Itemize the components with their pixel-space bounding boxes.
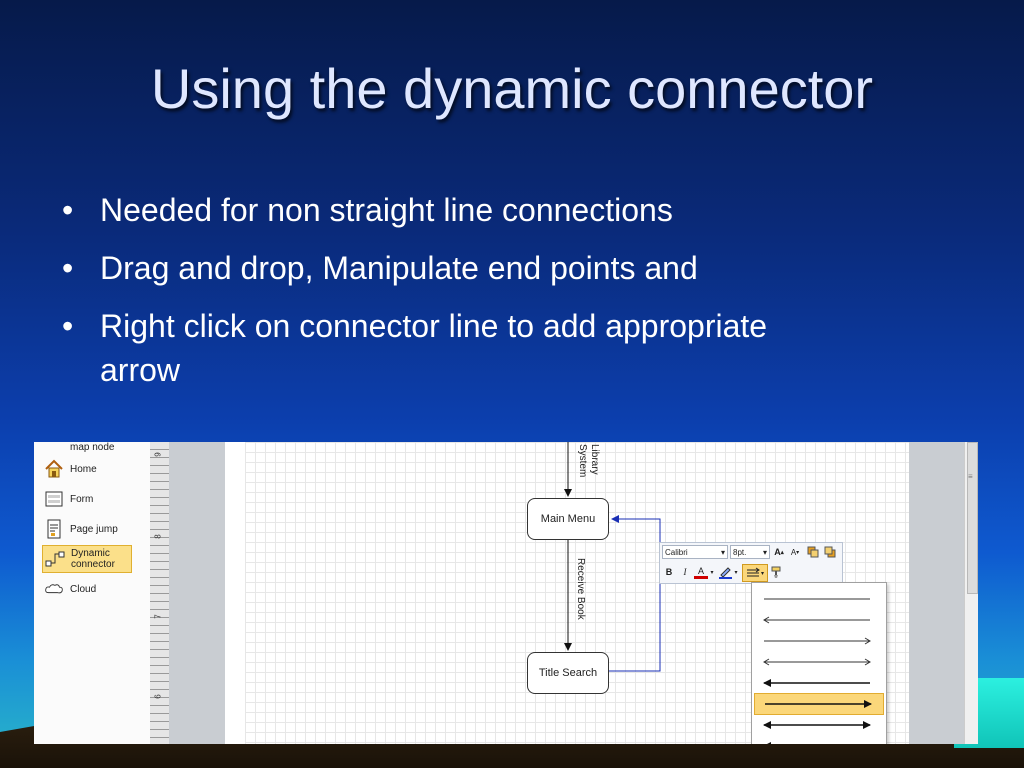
bullet-item: Needed for non straight line connections — [62, 188, 962, 232]
visio-screenshot: map node Home Form Page jump Dynami — [34, 442, 978, 744]
title-search-node[interactable]: Title Search — [527, 652, 609, 694]
stencil-item-label: map node — [70, 442, 115, 453]
arrow-option-line-filled-left-2[interactable] — [754, 736, 882, 744]
cloud-icon — [44, 579, 64, 599]
font-select[interactable]: Calibri ▾ — [662, 545, 728, 559]
mini-format-toolbar: Calibri ▾ 8pt. ▾ A▴ A▾ B I A ▾ ▾ ▾ — [659, 542, 843, 584]
arrow-option-line-filled-both[interactable] — [754, 715, 882, 735]
stencil-item-label-2: connector — [71, 559, 115, 570]
stencil-item-label: Home — [70, 463, 97, 475]
shrink-font-button[interactable]: A▾ — [790, 547, 800, 557]
main-menu-node[interactable]: Main Menu — [527, 498, 609, 540]
stencil-panel: map node Home Form Page jump Dynami — [34, 442, 151, 744]
italic-button[interactable]: I — [683, 567, 687, 577]
chevron-down-icon: ▾ — [762, 547, 767, 557]
font-color-button[interactable]: A — [694, 565, 708, 579]
vertical-ruler[interactable]: 9 8 7 6 — [150, 442, 170, 744]
arrow-style-menu — [751, 582, 887, 744]
arrow-option-line-filled-left[interactable] — [754, 673, 882, 693]
arrow-option-line-no-arrow[interactable] — [754, 589, 882, 609]
receive-book-label: Receive Book — [575, 558, 586, 620]
arrow-option-line-arrow-both[interactable] — [754, 652, 882, 672]
scrollbar-thumb[interactable] — [967, 442, 978, 594]
chevron-down-icon[interactable]: ▾ — [710, 569, 714, 576]
grow-font-button[interactable]: A▴ — [774, 547, 784, 557]
stencil-item-dynamic-connector[interactable]: Dynamic connector — [42, 545, 132, 573]
connector-lines — [564, 442, 661, 672]
bullet-item: Drag and drop, Manipulate end points and — [62, 246, 962, 290]
grip-icon: ≡ — [968, 472, 973, 481]
stencil-item-label: Page jump — [70, 523, 118, 535]
bring-front-icon[interactable] — [806, 545, 820, 559]
form-icon — [44, 489, 64, 509]
bold-button[interactable]: B — [665, 567, 673, 577]
bullet-list: Needed for non straight line connections… — [62, 188, 962, 406]
page-jump-icon — [44, 519, 64, 539]
canvas-margin-right — [909, 442, 964, 744]
vertical-scrollbar[interactable]: ≡ — [964, 442, 978, 744]
line-ends-icon — [746, 567, 760, 577]
line-ends-button[interactable]: ▾ — [742, 564, 768, 582]
slide-title: Using the dynamic connector — [150, 57, 874, 120]
chevron-down-icon: ▾ — [720, 547, 725, 557]
stencil-item-form[interactable]: Form — [44, 488, 93, 510]
chevron-down-icon[interactable]: ▾ — [734, 569, 738, 576]
bullet-continuation: arrow — [100, 352, 181, 388]
stencil-item-label: Cloud — [70, 583, 97, 595]
bullet-item: Right click on connector line to add app… — [62, 304, 962, 392]
arrow-option-line-filled-right[interactable] — [754, 693, 884, 715]
stencil-item-cloud[interactable]: Cloud — [44, 578, 96, 600]
canvas-margin-left — [169, 442, 225, 744]
caret-up-icon: ▴ — [780, 549, 784, 556]
stencil-item-label: Dynamic — [71, 548, 110, 559]
stencil-item-map-node[interactable]: map node — [44, 442, 114, 458]
send-back-icon[interactable] — [823, 545, 837, 559]
stencil-item-label: Form — [70, 493, 94, 505]
line-color-icon[interactable] — [718, 565, 732, 579]
dynamic-connector-icon — [45, 549, 65, 569]
arrow-option-line-arrow-left[interactable] — [754, 610, 882, 630]
font-size-select[interactable]: 8pt. ▾ — [730, 545, 770, 559]
stencil-item-home[interactable]: Home — [44, 458, 97, 480]
home-icon — [44, 459, 64, 479]
stencil-item-page-jump[interactable]: Page jump — [44, 518, 118, 540]
connector-search-to-menu[interactable] — [608, 515, 661, 672]
library-system-label: Library System — [577, 444, 600, 478]
chevron-down-icon: ▾ — [760, 570, 764, 577]
arrow-option-line-arrow-right[interactable] — [754, 631, 882, 651]
caret-down-icon: ▾ — [796, 549, 800, 556]
format-painter-icon[interactable] — [770, 565, 784, 579]
